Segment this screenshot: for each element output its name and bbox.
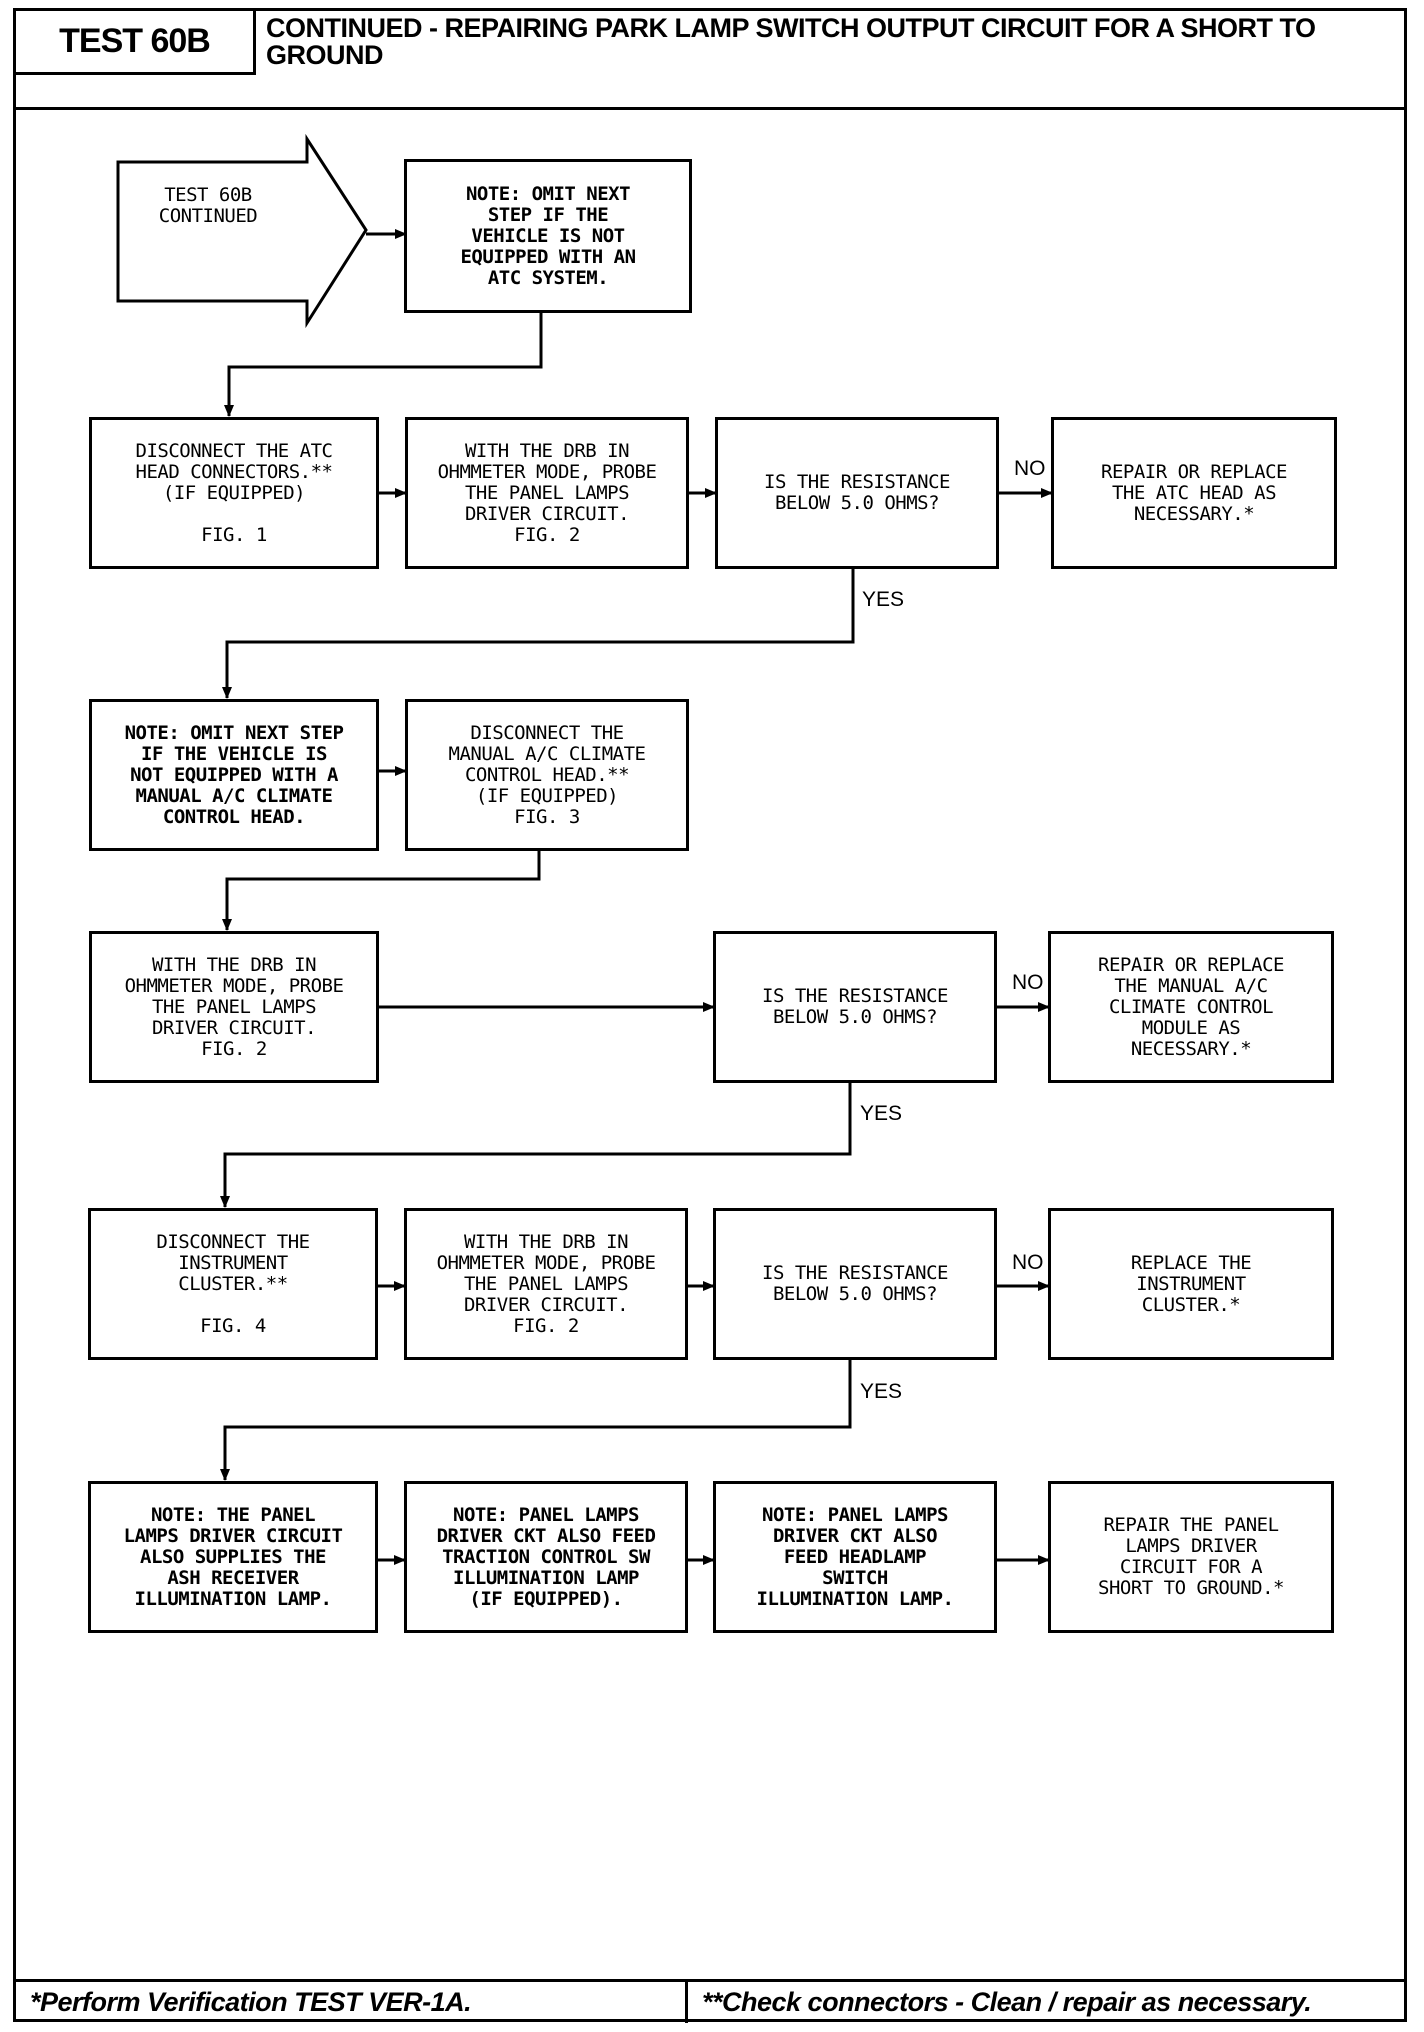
repair-short-box: REPAIR THE PANEL LAMPS DRIVER CIRCUIT FO… (1048, 1481, 1334, 1633)
yes-label-2: YES (860, 1102, 903, 1125)
note-omit-atc: NOTE: OMIT NEXT STEP IF THE VEHICLE IS N… (404, 159, 692, 313)
probe-panel-lamps-box-2: WITH THE DRB IN OHMMETER MODE, PROBE THE… (89, 931, 379, 1083)
header-divider (16, 107, 1404, 110)
footer-divider (16, 1979, 1404, 1982)
resistance-question-1: IS THE RESISTANCE BELOW 5.0 OHMS? (715, 417, 999, 569)
flow-connectors (116, 133, 1053, 1565)
note-omit-manual-ac: NOTE: OMIT NEXT STEP IF THE VEHICLE IS N… (89, 699, 379, 851)
footer-verification-note: *Perform Verification TEST VER-1A. (30, 1987, 472, 2017)
resistance-question-3: IS THE RESISTANCE BELOW 5.0 OHMS? (713, 1208, 997, 1360)
disconnect-manual-ac-box: DISCONNECT THE MANUAL A/C CLIMATE CONTRO… (405, 699, 689, 851)
page-title: CONTINUED - REPAIRING PARK LAMP SWITCH O… (266, 13, 1316, 70)
note-headlamp-switch: NOTE: PANEL LAMPS DRIVER CKT ALSO FEED H… (713, 1481, 997, 1633)
disconnect-cluster-box: DISCONNECT THE INSTRUMENT CLUSTER.** FIG… (88, 1208, 378, 1360)
note-ash-receiver: NOTE: THE PANEL LAMPS DRIVER CIRCUIT ALS… (88, 1481, 378, 1633)
no-label-2: NO (1012, 971, 1044, 994)
repair-atc-head-box: REPAIR OR REPLACE THE ATC HEAD AS NECESS… (1051, 417, 1337, 569)
resistance-question-2: IS THE RESISTANCE BELOW 5.0 OHMS? (713, 931, 997, 1083)
replace-cluster-box: REPLACE THE INSTRUMENT CLUSTER.* (1048, 1208, 1334, 1360)
no-label-3: NO (1012, 1251, 1044, 1274)
start-arrow-shape (116, 133, 368, 329)
no-label-1: NO (1014, 457, 1046, 480)
yes-label-3: YES (860, 1380, 903, 1403)
yes-label-1: YES (862, 588, 905, 611)
footer-connectors-note: **Check connectors - Clean / repair as n… (702, 1987, 1312, 2017)
probe-panel-lamps-box-1: WITH THE DRB IN OHMMETER MODE, PROBE THE… (405, 417, 689, 569)
diagnostic-page: TEST 60B CONTINUED - REPAIRING PARK LAMP… (13, 8, 1407, 2023)
note-traction-control: NOTE: PANEL LAMPS DRIVER CKT ALSO FEED T… (404, 1481, 688, 1633)
disconnect-atc-head-box: DISCONNECT THE ATC HEAD CONNECTORS.** (I… (89, 417, 379, 569)
start-label: TEST 60B CONTINUED (158, 184, 258, 227)
test-number-label: TEST 60B (16, 11, 256, 75)
repair-manual-ac-box: REPAIR OR REPLACE THE MANUAL A/C CLIMATE… (1048, 931, 1334, 1083)
footer-separator (685, 1979, 688, 2023)
probe-panel-lamps-box-3: WITH THE DRB IN OHMMETER MODE, PROBE THE… (404, 1208, 688, 1360)
